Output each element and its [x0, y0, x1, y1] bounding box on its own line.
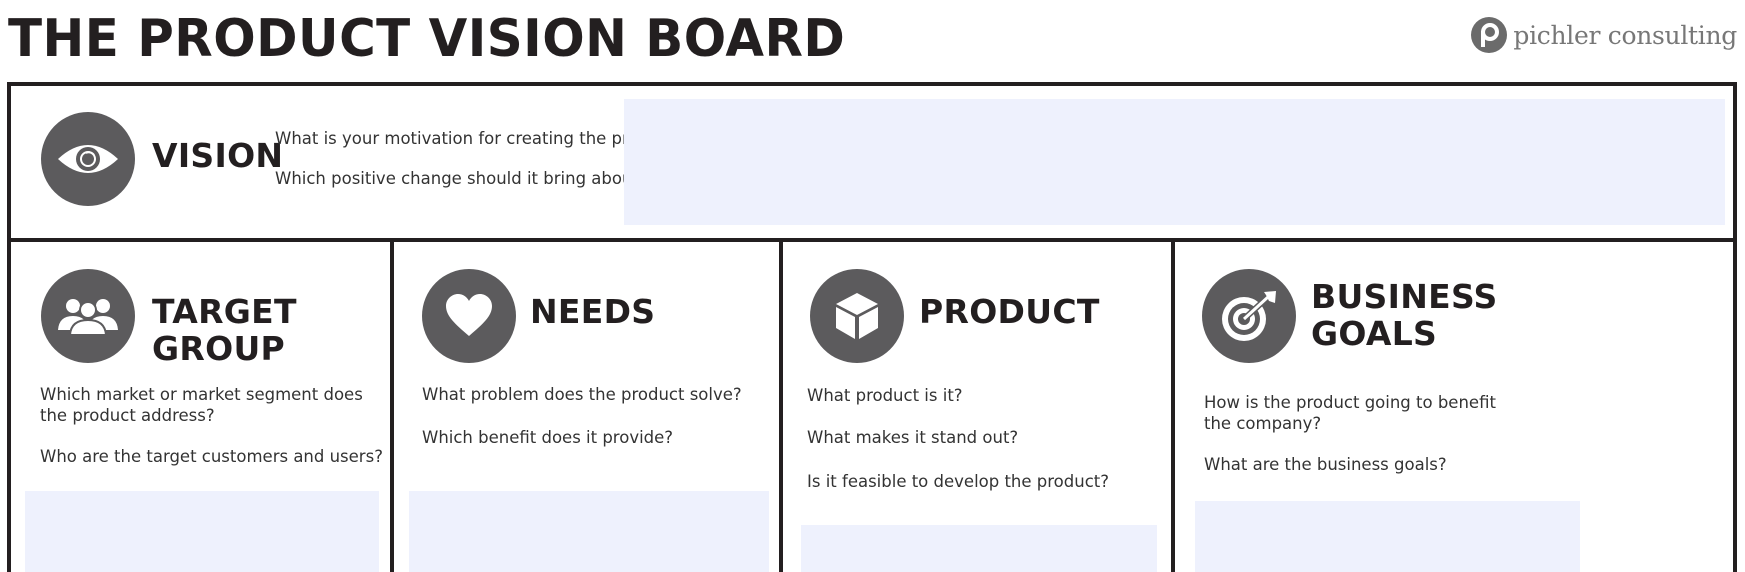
vision-title: VISION — [152, 136, 284, 175]
product-section: PRODUCT What product is it? What makes i… — [779, 242, 1171, 572]
product-answer-area[interactable] — [801, 525, 1157, 572]
business-goals-title-line-1: BUSINESS — [1311, 277, 1498, 316]
vision-answer-area[interactable] — [624, 99, 1725, 225]
bottom-row: TARGET GROUP Which market or market segm… — [11, 242, 1733, 572]
needs-answer-area[interactable] — [409, 491, 769, 572]
business-goals-question-1: How is the product going to benefit the … — [1204, 393, 1496, 434]
business-goals-answer-area[interactable] — [1195, 501, 1580, 572]
eye-icon — [41, 112, 135, 206]
target-group-question-1: Which market or market segment does the … — [40, 385, 363, 426]
target-group-section: TARGET GROUP Which market or market segm… — [11, 242, 390, 572]
needs-question-1: What problem does the product solve? — [422, 385, 742, 404]
product-question-1: What product is it? — [807, 386, 963, 405]
heart-icon — [422, 269, 516, 363]
vision-section: VISION What is your motivation for creat… — [11, 86, 1733, 242]
product-question-3: Is it feasible to develop the product? — [807, 472, 1110, 491]
cube-icon — [810, 269, 904, 363]
product-title: PRODUCT — [919, 292, 1100, 331]
needs-question-2: Which benefit does it provide? — [422, 428, 674, 447]
business-goals-question-2: What are the business goals? — [1204, 455, 1447, 474]
vision-board: VISION What is your motivation for creat… — [7, 82, 1737, 572]
logo-text: pichler consulting — [1513, 20, 1737, 50]
product-question-2: What makes it stand out? — [807, 428, 1019, 447]
needs-title: NEEDS — [530, 292, 656, 331]
target-group-title: TARGET GROUP — [152, 292, 297, 368]
vision-question-2: Which positive change should it bring ab… — [275, 169, 648, 188]
business-goals-title: BUSINESS GOALS — [1311, 277, 1498, 353]
business-goals-section: BUSINESS GOALS How is the product going … — [1171, 242, 1737, 572]
pichler-logo-icon — [1471, 17, 1508, 53]
vision-question-1: What is your motivation for creating the… — [275, 129, 684, 148]
target-icon — [1202, 269, 1296, 363]
logo: pichler consulting — [1471, 17, 1737, 53]
target-group-question-2: Who are the target customers and users? — [40, 447, 383, 466]
people-icon — [41, 269, 135, 363]
target-group-answer-area[interactable] — [25, 491, 379, 572]
business-goals-title-line-2: GOALS — [1311, 313, 1438, 353]
page-title: THE PRODUCT VISION BOARD — [8, 9, 846, 69]
needs-section: NEEDS What problem does the product solv… — [390, 242, 779, 572]
